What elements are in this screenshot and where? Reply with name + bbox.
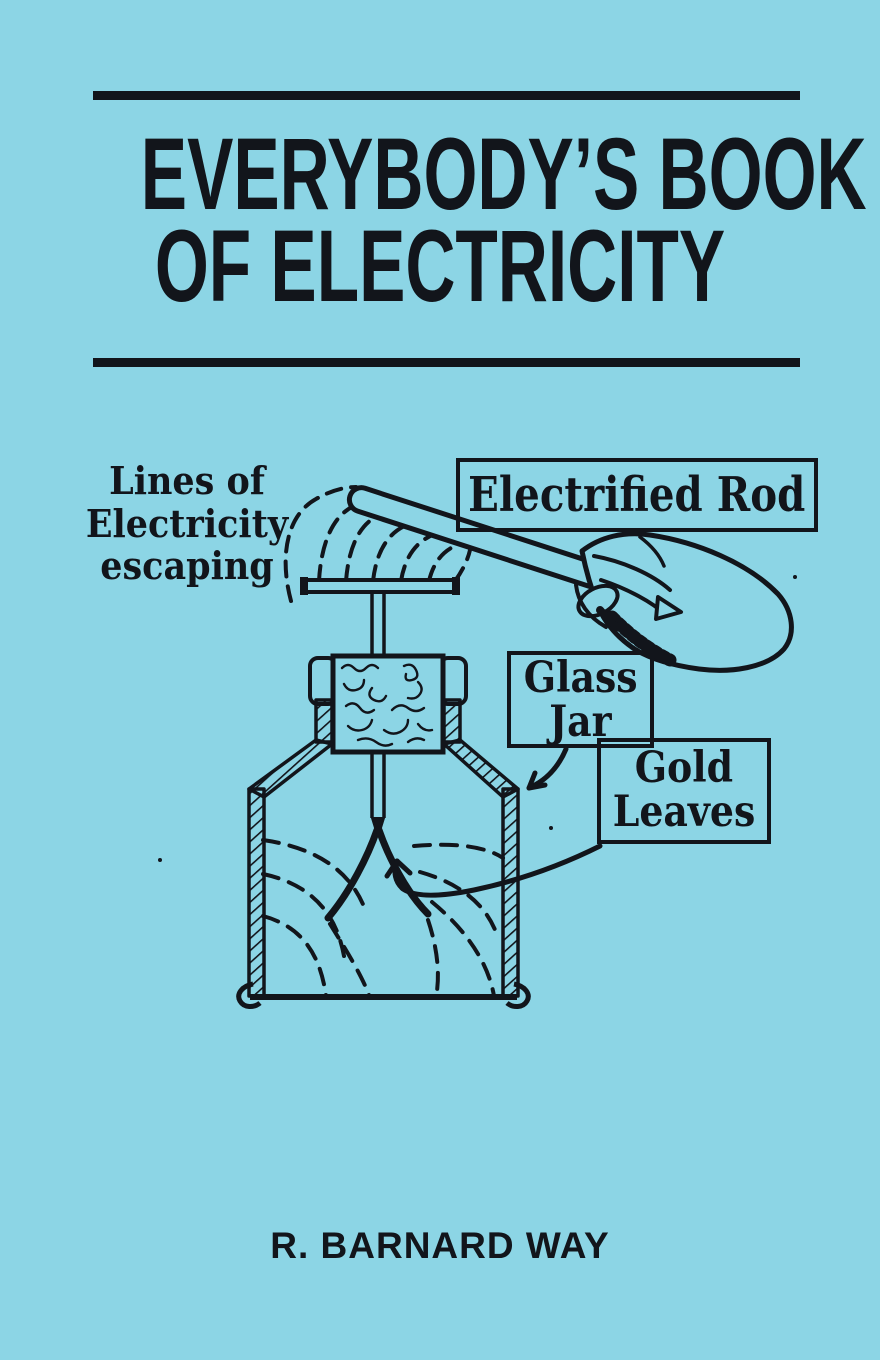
- gold-leaves-text-line-1: Gold: [634, 743, 734, 794]
- gold-leaves-pointer-arrow: [384, 843, 603, 898]
- top-divider-rule: [93, 91, 800, 100]
- print-specks: [158, 575, 797, 862]
- glass-jar-text-line-1: Glass: [523, 652, 638, 703]
- title-line-2: OF ELECTRICITY: [154, 209, 726, 323]
- glass-jar-body: [236, 698, 531, 1009]
- gold-leaves-strips: [324, 826, 432, 922]
- glass-jar-pointer-arrow: [526, 746, 569, 791]
- label-electrified-rod: Electrified Rod: [456, 458, 818, 532]
- lines-label-line-1: Lines of: [109, 458, 265, 503]
- author-name: R. BARNARD WAY: [270, 1225, 610, 1266]
- lines-label-line-2: Electricity: [85, 500, 289, 546]
- field-lines-in-jar: [261, 838, 505, 1000]
- gold-leaves-text-line-2: Leaves: [612, 787, 756, 837]
- glass-jar-text-line-2: Jar: [549, 696, 612, 747]
- bottom-divider-rule: [93, 358, 800, 367]
- electrified-rod-text: Electrified Rod: [468, 466, 806, 523]
- hand: [574, 531, 794, 673]
- lines-label-line-3: escaping: [100, 543, 274, 589]
- cork-stopper: [330, 653, 446, 755]
